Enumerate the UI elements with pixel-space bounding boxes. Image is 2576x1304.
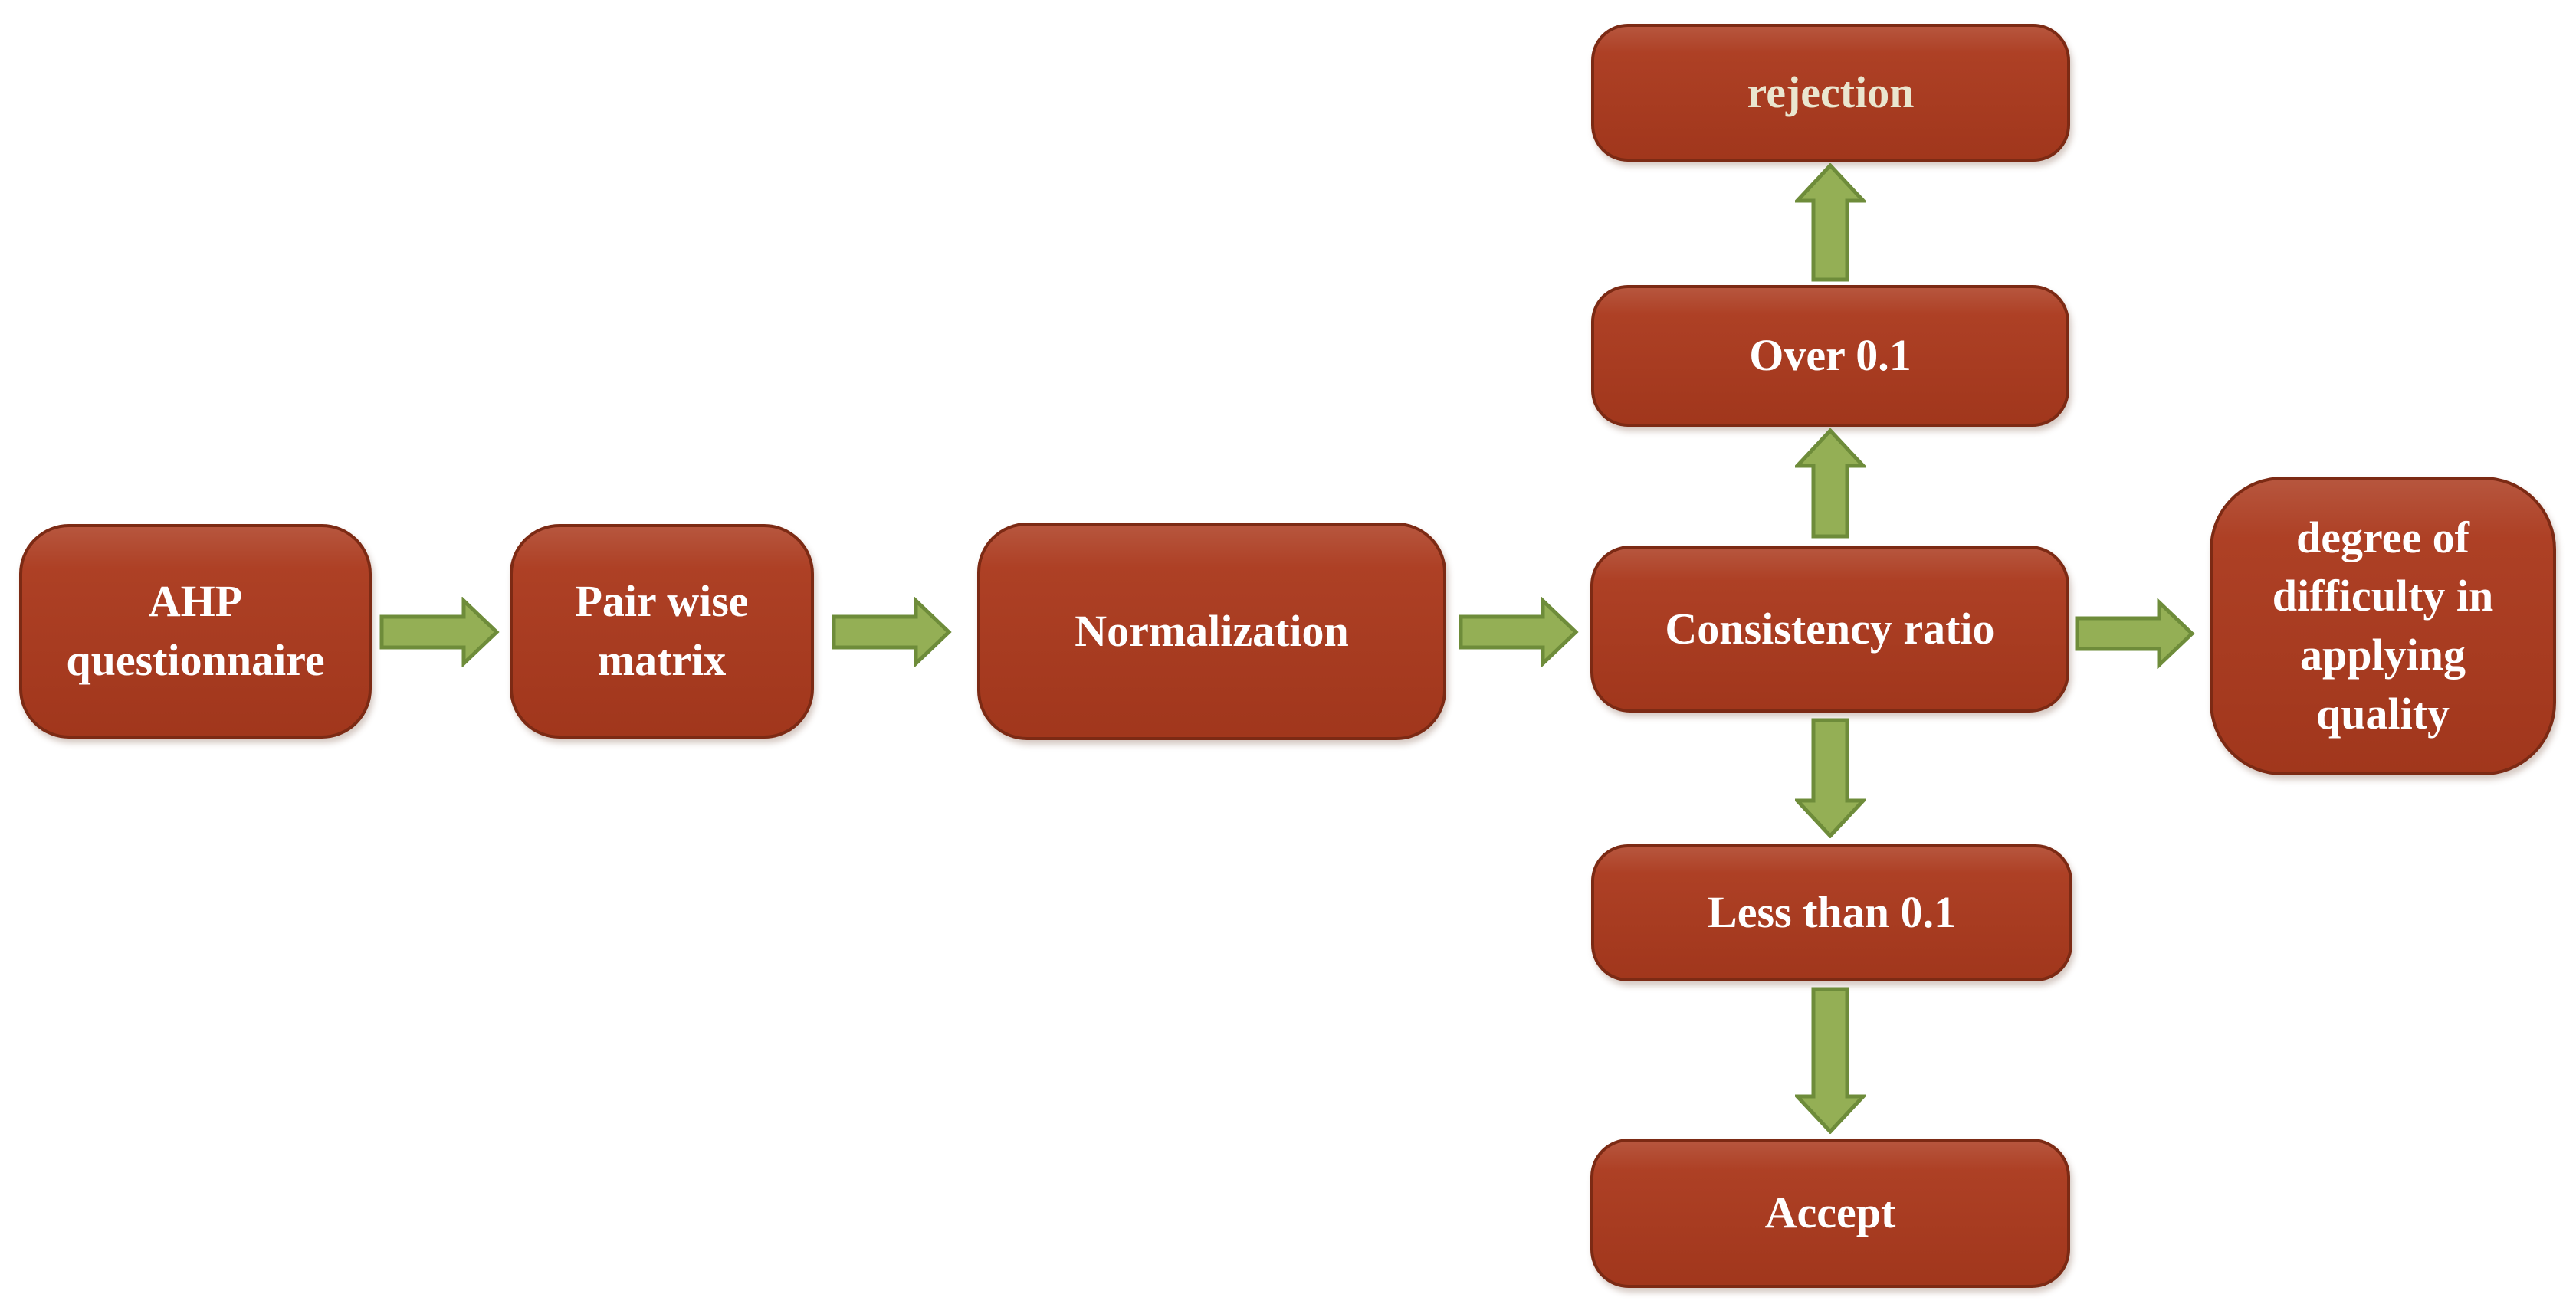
node-degree-label: difficulty in xyxy=(2272,571,2494,621)
arrow-consistency-to-less xyxy=(1795,718,1866,838)
arrow-less-to-accept xyxy=(1795,987,1866,1134)
node-degree-label: degree of xyxy=(2296,512,2469,562)
node-consistency-ratio: Consistency ratio xyxy=(1590,546,2069,713)
node-over-label: Over 0.1 xyxy=(1749,330,1911,381)
node-pairwise-label: Pair wise xyxy=(575,576,749,627)
node-normalization-label: Normalization xyxy=(1075,605,1349,656)
arrow-consistency-to-over xyxy=(1795,428,1866,539)
arrow-over-to-rejection xyxy=(1795,163,1866,282)
node-accept: Accept xyxy=(1590,1139,2070,1288)
arrow-pairwise-to-normalization xyxy=(832,597,952,667)
node-normalization: Normalization xyxy=(977,523,1446,740)
arrow-normalization-to-consistency xyxy=(1459,597,1579,667)
node-less-than-0-1: Less than 0.1 xyxy=(1591,844,2072,981)
node-ahp-label: AHP xyxy=(148,576,243,627)
node-ahp-questionnaire: AHP questionnaire xyxy=(19,524,372,739)
node-less-label: Less than 0.1 xyxy=(1708,887,1956,938)
node-ahp-label: questionnaire xyxy=(66,635,325,685)
node-pairwise-label: matrix xyxy=(597,635,727,685)
node-rejection: rejection xyxy=(1591,24,2070,162)
arrow-consistency-to-degree xyxy=(2075,598,2195,669)
node-consistency-label: Consistency ratio xyxy=(1665,603,1995,654)
node-rejection-label: rejection xyxy=(1747,67,1915,117)
node-over-0-1: Over 0.1 xyxy=(1591,285,2069,427)
node-degree-label: applying xyxy=(2300,630,2466,680)
node-degree-of-difficulty: degree of difficulty in applying quality xyxy=(2210,477,2556,775)
arrow-ahp-to-pairwise xyxy=(379,597,500,667)
node-degree-label: quality xyxy=(2315,688,2450,739)
node-accept-label: Accept xyxy=(1764,1188,1896,1238)
node-pair-wise-matrix: Pair wise matrix xyxy=(510,524,814,739)
